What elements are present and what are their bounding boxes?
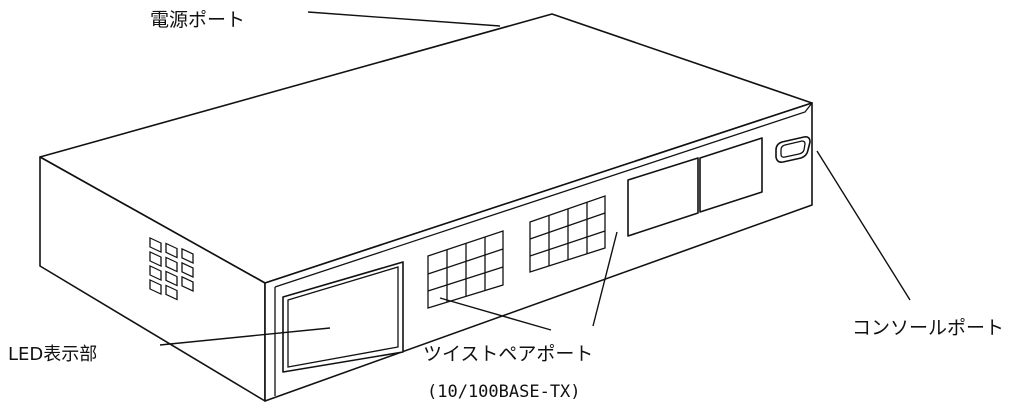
- leader-power-port: [307, 11, 501, 27]
- twisted-pair-port-grid-1: [427, 230, 504, 309]
- leader-console-port: [816, 150, 911, 301]
- side-vent-grille: [149, 236, 194, 301]
- twisted-pair-port-grid-2: [529, 195, 606, 273]
- twisted-pair-spec-label: (10/100BASE-TX): [427, 382, 581, 402]
- twisted-pair-port-label: ツイストペアポート: [423, 343, 594, 365]
- power-port-label: 電源ポート: [150, 9, 246, 31]
- expansion-slot-left: [627, 157, 699, 237]
- leader-led-display: [159, 327, 331, 346]
- leader-twisted-pair-2: [592, 231, 618, 327]
- top-front-lip: [274, 102, 813, 288]
- led-display-window: [282, 261, 404, 373]
- led-display-label: LED表示部: [8, 344, 98, 365]
- leader-twisted-pair-1: [439, 297, 552, 331]
- console-port-connector: [775, 136, 811, 163]
- led-display-inner: [287, 266, 399, 368]
- expansion-slot-right: [699, 137, 763, 213]
- console-port-label: コンソールポート: [852, 317, 1005, 339]
